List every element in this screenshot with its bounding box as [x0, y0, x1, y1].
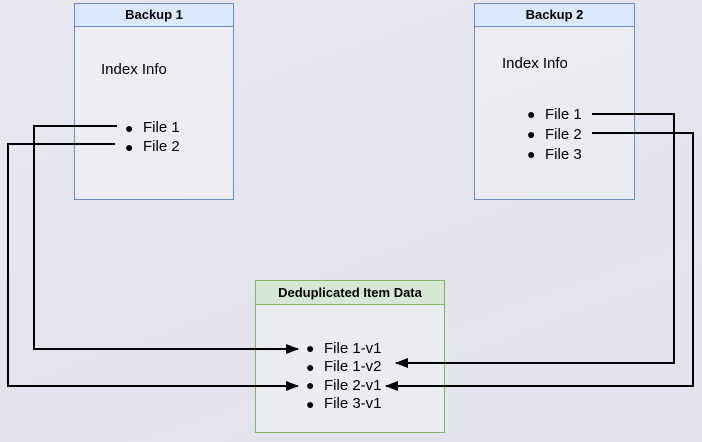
bullet-icon: ●	[306, 340, 315, 357]
node-backup-2: Backup 2 Index Info ● File 1 ● File 2 ● …	[474, 3, 635, 200]
bullet-icon: ●	[527, 106, 536, 122]
file-version-label: File 2-v1	[324, 376, 382, 394]
bullet-icon: ●	[306, 358, 315, 375]
index-info-label: Index Info	[101, 61, 167, 78]
list-item: ● File 1-v2	[306, 358, 382, 377]
file-label: File 1	[545, 105, 582, 123]
bullet-icon: ●	[125, 138, 134, 155]
file-label: File 3	[545, 145, 582, 163]
file-version-label: File 1-v1	[324, 339, 382, 357]
list-item: ● File 1-v1	[306, 339, 382, 358]
node-backup-2-title: Backup 2	[475, 4, 634, 27]
dedup-item-list: ● File 1-v1 ● File 1-v2 ● File 2-v1 ● Fi…	[306, 339, 382, 413]
bullet-icon: ●	[527, 126, 536, 142]
list-item: ● File 2-v1	[306, 376, 382, 395]
backup-1-file-list: ● File 1 ● File 2	[125, 118, 180, 156]
node-dedup-title: Deduplicated Item Data	[256, 281, 444, 305]
backup-2-file-list: ● File 1 ● File 2 ● File 3	[527, 104, 582, 164]
bullet-icon: ●	[527, 146, 536, 162]
list-item: ● File 1	[125, 118, 180, 137]
node-deduplicated-item-data: Deduplicated Item Data ● File 1-v1 ● Fil…	[255, 280, 445, 433]
node-backup-1-title: Backup 1	[75, 4, 233, 27]
list-item: ● File 2	[527, 124, 582, 144]
list-item: ● File 3	[527, 144, 582, 164]
file-label: File 2	[545, 125, 582, 143]
file-version-label: File 1-v2	[324, 358, 382, 376]
list-item: ● File 1	[527, 104, 582, 124]
list-item: ● File 2	[125, 137, 180, 156]
file-label: File 1	[143, 119, 180, 136]
list-item: ● File 3-v1	[306, 395, 382, 414]
bullet-icon: ●	[306, 395, 315, 412]
node-backup-1: Backup 1 Index Info ● File 1 ● File 2	[74, 3, 234, 200]
index-info-label: Index Info	[502, 55, 568, 72]
file-label: File 2	[143, 138, 180, 155]
file-version-label: File 3-v1	[324, 395, 382, 413]
bullet-icon: ●	[125, 119, 134, 136]
bullet-icon: ●	[306, 377, 315, 394]
